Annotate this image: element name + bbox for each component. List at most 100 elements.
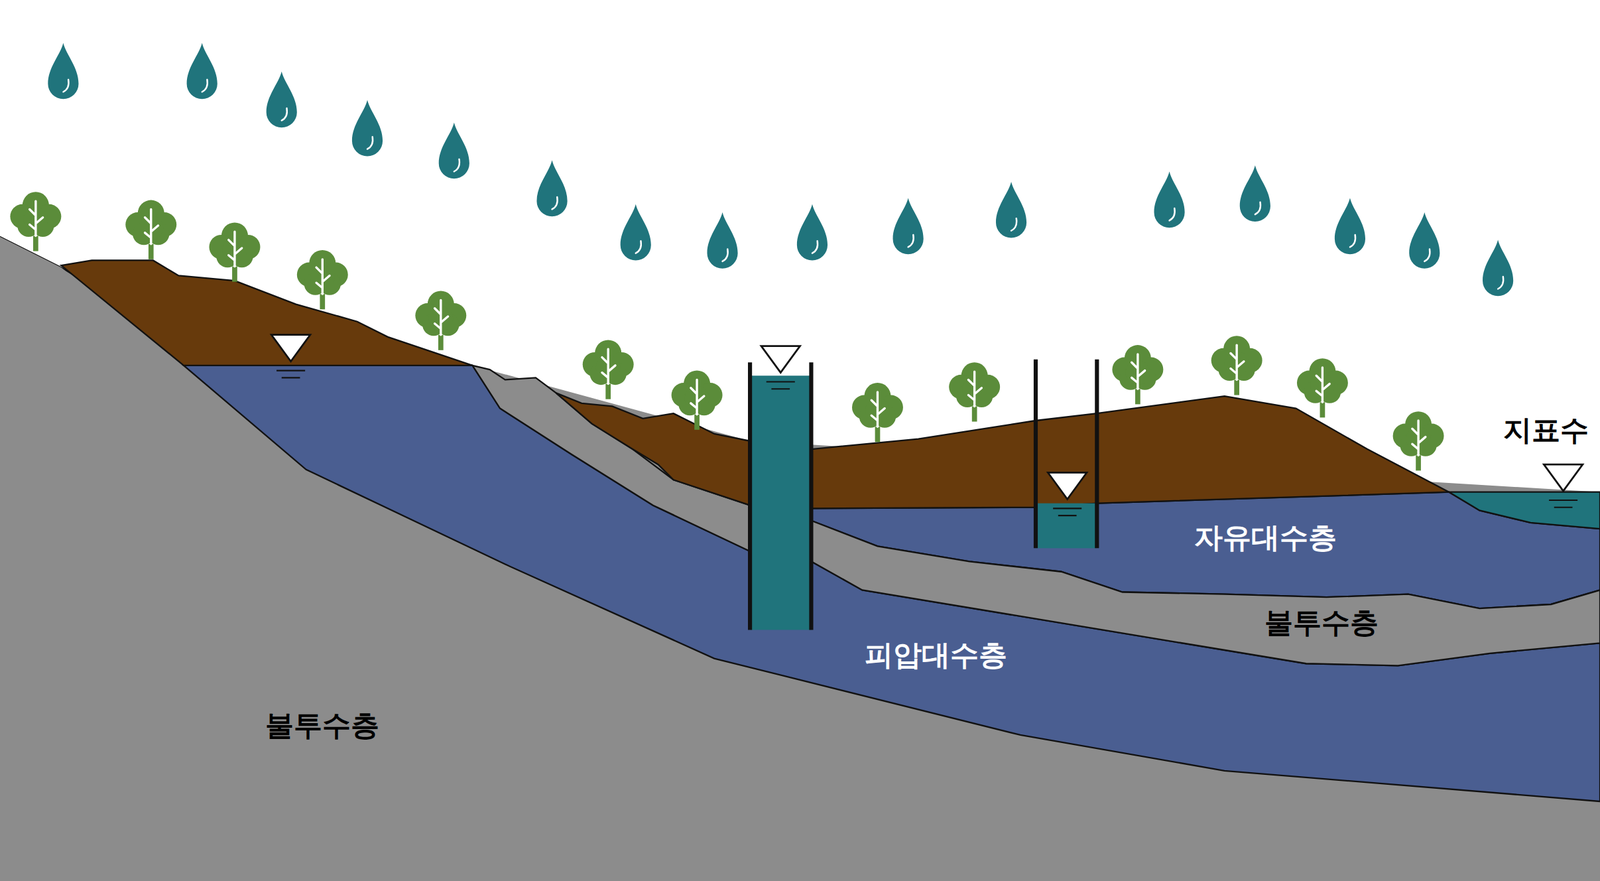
water-level-symbol bbox=[271, 334, 310, 378]
tree-branches bbox=[1131, 354, 1146, 389]
region-label: 불투수층 bbox=[1264, 606, 1379, 638]
raindrop-highlight bbox=[1255, 202, 1261, 215]
raindrop bbox=[352, 100, 383, 157]
tree-trunk bbox=[438, 334, 444, 351]
bedrock-fill bbox=[0, 236, 1600, 881]
raindrop-highlight bbox=[722, 248, 729, 261]
raindrop-body bbox=[1409, 212, 1440, 269]
raindrop bbox=[536, 160, 567, 217]
raindrop bbox=[620, 204, 652, 261]
raindrop-highlight bbox=[367, 136, 373, 149]
raindrop-highlight bbox=[281, 108, 288, 121]
raindrop-body bbox=[266, 71, 298, 128]
tree-branches bbox=[871, 391, 885, 427]
raindrop-body bbox=[536, 160, 567, 217]
region-label: 자유대수층 bbox=[1194, 521, 1337, 554]
tree-branches bbox=[228, 231, 243, 266]
tree-trunk bbox=[1415, 454, 1421, 471]
tree bbox=[297, 249, 349, 309]
tree bbox=[1111, 344, 1164, 404]
raindrop-body bbox=[706, 212, 738, 269]
tree-branches bbox=[316, 259, 330, 294]
well-casing bbox=[808, 362, 813, 630]
raindrop-highlight bbox=[1011, 218, 1017, 231]
raindrop bbox=[893, 198, 924, 255]
raindrop-body bbox=[438, 122, 470, 180]
raindrop bbox=[797, 204, 828, 261]
tree-trunk bbox=[148, 244, 154, 260]
raindrop-body bbox=[352, 100, 383, 157]
well-casing bbox=[1094, 359, 1099, 549]
raindrop-body bbox=[1153, 171, 1185, 229]
raindrop bbox=[706, 212, 738, 269]
tree-trunk bbox=[232, 266, 238, 282]
tree-trunk bbox=[319, 293, 325, 309]
raindrop-body bbox=[47, 43, 79, 100]
raindrop-highlight bbox=[552, 196, 558, 209]
tree-trunk bbox=[875, 426, 881, 442]
tree-trunk bbox=[694, 414, 700, 430]
tree bbox=[671, 370, 723, 430]
tree bbox=[1393, 411, 1445, 471]
well-casing bbox=[747, 362, 752, 630]
tree-trunk bbox=[1320, 401, 1326, 418]
bedrock bbox=[0, 236, 1600, 881]
raindrop-highlight bbox=[635, 240, 642, 253]
raindrop bbox=[266, 71, 298, 128]
soil bbox=[556, 392, 750, 505]
raindrop bbox=[1409, 212, 1440, 269]
raindrop-highlight bbox=[1350, 234, 1356, 247]
raindrop-highlight bbox=[908, 234, 914, 247]
raindrop-highlight bbox=[202, 79, 208, 92]
tree-branches bbox=[968, 371, 982, 406]
tree-branches bbox=[690, 379, 705, 414]
raindrop-body bbox=[186, 43, 218, 100]
level-triangle bbox=[1543, 464, 1583, 491]
tree-trunk bbox=[33, 235, 39, 251]
tree-trunk bbox=[1135, 388, 1141, 404]
tree-branches bbox=[434, 299, 449, 335]
tree bbox=[415, 291, 467, 351]
tree-trunk bbox=[605, 383, 611, 400]
water-level-symbol bbox=[1047, 472, 1087, 516]
raindrop bbox=[1482, 240, 1514, 297]
region-label: 불투수층 bbox=[265, 710, 380, 742]
tree-branches bbox=[145, 208, 159, 244]
raindrop-body bbox=[797, 204, 828, 261]
region-label: 피압대수층 bbox=[864, 639, 1008, 671]
raindrop bbox=[186, 43, 218, 100]
raindrop-body bbox=[1334, 198, 1366, 255]
raindrop-highlight bbox=[62, 79, 69, 92]
tree bbox=[208, 222, 260, 282]
tree bbox=[1296, 358, 1349, 418]
confining-layer bbox=[472, 365, 751, 552]
tree-branches bbox=[29, 200, 44, 236]
raindrop bbox=[1153, 171, 1185, 229]
tree-branches bbox=[602, 348, 616, 384]
level-lines bbox=[766, 381, 796, 390]
tree-trunk bbox=[972, 405, 978, 422]
level-triangle bbox=[761, 346, 800, 373]
water-level-symbol bbox=[761, 346, 800, 390]
tree bbox=[9, 191, 62, 251]
raindrop bbox=[1334, 198, 1366, 255]
water-level-symbol bbox=[1543, 464, 1583, 508]
well-water bbox=[1035, 503, 1097, 549]
soil bbox=[810, 395, 1449, 508]
tree-branches bbox=[1412, 420, 1426, 455]
raindrop-highlight bbox=[812, 240, 818, 253]
tree-branches bbox=[1316, 367, 1330, 402]
level-lines bbox=[1548, 499, 1578, 508]
tree bbox=[125, 200, 177, 260]
surface-water bbox=[1448, 492, 1600, 529]
raindrop-body bbox=[893, 198, 924, 255]
tree-branches bbox=[1230, 344, 1244, 380]
raindrop-body bbox=[995, 181, 1027, 239]
raindrop bbox=[47, 43, 79, 100]
tree bbox=[852, 382, 904, 442]
raindrop-highlight bbox=[1497, 276, 1504, 289]
well-water bbox=[749, 375, 811, 630]
raindrop-body bbox=[1239, 165, 1271, 222]
